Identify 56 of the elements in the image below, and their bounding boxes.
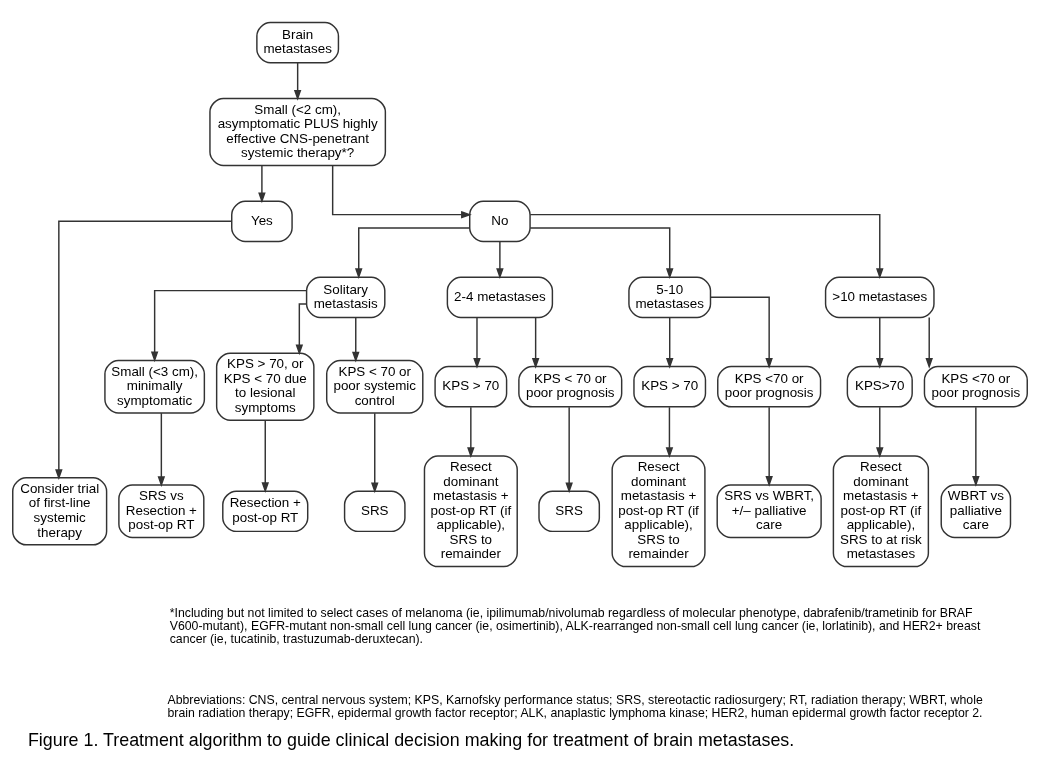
- node-box: 2-4 metastases: [446, 276, 554, 318]
- arrow: [473, 316, 481, 369]
- node-box: SRS: [538, 489, 601, 532]
- node-box: Yes: [231, 200, 293, 242]
- arrow: [876, 406, 884, 458]
- node-box: Consider trial of first-line systemic therapy: [12, 476, 108, 546]
- arrow: [331, 164, 472, 218]
- node-box: Resection + post-op RT: [222, 489, 309, 532]
- arrow: [765, 406, 773, 487]
- node-box: KPS > 70: [434, 365, 508, 408]
- arrow: [157, 411, 166, 487]
- arrow: [55, 220, 233, 480]
- arrow: [565, 406, 573, 493]
- arrow: [354, 226, 471, 279]
- arrow: [876, 316, 884, 369]
- arrow: [371, 411, 379, 493]
- label: *Including but not limited to select cases of melanoma (ie, ipilimumab/nivolumab regardless of molecular phenotype, dabrafenib/trametinib for BRAF V600-mutant), EGFR-mutant non-small cell lung cancer (ie, osimertinib), ALK-rearranged non-small cell lung cancer (ie, lorlatinib), and HER2+ breast cancer (ie, tucatinib, trastuzumab-deruxtecan).: [169, 605, 981, 646]
- node-box: SRS vs WBRT, +/– palliative care: [716, 483, 822, 538]
- caption: Figure 1. Treatment algorithm to guide clinical decision making for treatment of brain metastases.: [27, 729, 795, 750]
- arrow: [352, 316, 360, 363]
- arrow: [972, 406, 980, 487]
- node-box: KPS > 70: [633, 365, 707, 408]
- node-box: KPS <70 or poor prognosis: [923, 365, 1028, 408]
- node-box: Small (<2 cm), asymptomatic PLUS highly effective CNS-penetrant systemic therapy*?: [209, 97, 387, 166]
- arrow: [467, 406, 475, 458]
- node-box: WBRT vs palliative care: [940, 483, 1012, 538]
- node-box: Resect dominant metastasis + post-op RT (if applicable), SRS to remainder: [423, 454, 518, 567]
- arrow: [529, 226, 674, 279]
- node-box: KPS <70 or poor prognosis: [717, 365, 822, 408]
- arrow: [531, 316, 540, 369]
- node-box: Brain metastases: [256, 21, 340, 63]
- node-box: Solitary metastasis: [305, 276, 386, 318]
- arrow: [665, 406, 674, 458]
- node-box: KPS>70: [846, 365, 913, 408]
- node-box: Resect dominant metastasis + post-op RT (if applicable), SRS to at risk metastases: [832, 454, 930, 567]
- node-box: SRS vs Resection + post-op RT: [118, 483, 205, 538]
- arrow: [258, 164, 266, 203]
- node-box: KPS > 70, or KPS < 70 due to lesional symptoms: [215, 351, 315, 421]
- arrow: [150, 289, 308, 362]
- node-box: KPS < 70 or poor prognosis: [518, 365, 623, 408]
- node-box: 5-10 metastases: [628, 276, 712, 318]
- arrow: [710, 296, 773, 369]
- node-box: Resect dominant metastasis + post-op RT (if applicable), SRS to remainder: [611, 454, 706, 567]
- arrow: [261, 419, 269, 493]
- arrow: [295, 302, 308, 355]
- arrow: [496, 240, 504, 279]
- node-box: SRS: [343, 489, 406, 532]
- node-box: KPS < 70 or poor systemic control: [326, 359, 424, 414]
- node-box: Small (<3 cm), minimally symptomatic: [104, 359, 206, 414]
- node-box: >10 metastases: [824, 276, 935, 318]
- label: Abbreviations: CNS, central nervous system; KPS, Karnofsky performance status; SRS, stereotactic radiosurgery; RT, radiation therapy; WBRT, whole brain radiation therapy; EGFR, epidermal growth factor receptor; ALK, anaplastic lymphoma kinase; HER2, human epidermal growth factor receptor 2.: [167, 692, 983, 720]
- arrow: [293, 61, 302, 101]
- node-box: No: [469, 200, 531, 242]
- arrow: [665, 316, 674, 369]
- arrow: [529, 213, 884, 279]
- arrow: [925, 316, 933, 369]
